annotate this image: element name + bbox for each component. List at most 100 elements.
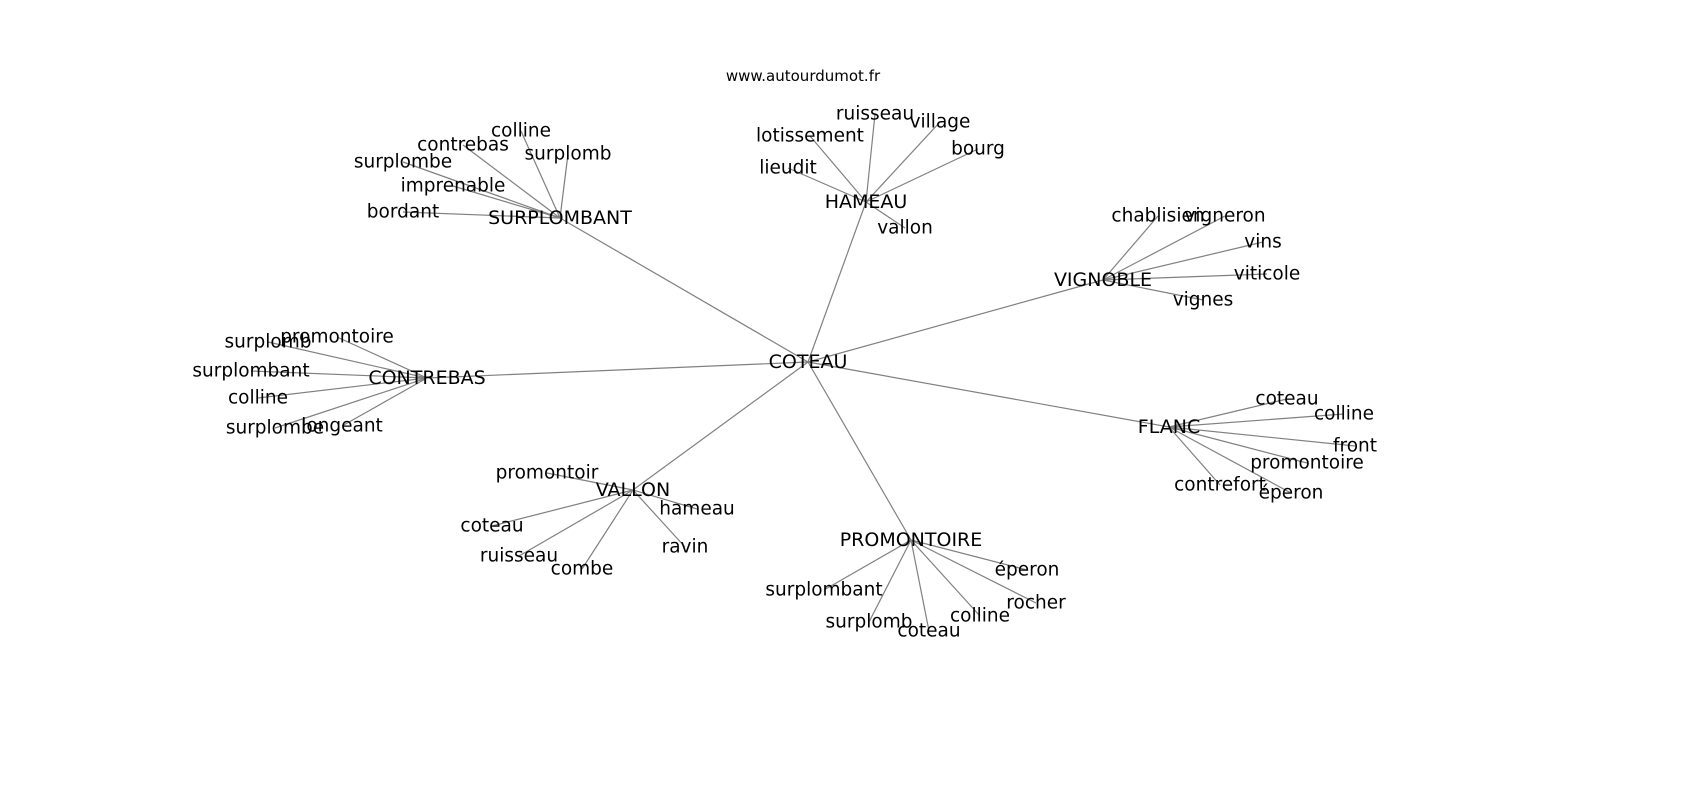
leaf-node-label: contrebas — [417, 135, 509, 156]
leaf-node-label: coteau — [897, 621, 960, 642]
leaf-node-label: combe — [551, 559, 614, 580]
edge-vignoble-leaf — [1102, 215, 1226, 281]
leaf-node-label: hameau — [659, 499, 735, 520]
hub-node-label: FLANC — [1138, 416, 1200, 438]
edge-vignoble-leaf — [1102, 273, 1268, 281]
edge-promontoire-leaf — [910, 539, 1028, 571]
leaf-node-label: lieudit — [759, 158, 817, 179]
leaf-node-label: éperon — [1259, 483, 1324, 504]
edge-surplombant-leaf — [520, 130, 561, 219]
leaf-node-label: vallon — [877, 218, 933, 239]
edge-surplombant-leaf — [452, 185, 561, 219]
edge-root-contrebas — [426, 361, 809, 379]
hub-node-label: CONTREBAS — [368, 367, 485, 389]
edge-surplombant-leaf — [462, 144, 561, 219]
edge-contrebas-leaf — [250, 370, 428, 379]
edge-vignoble-leaf — [1102, 279, 1204, 301]
leaf-node-label: colline — [1314, 404, 1374, 425]
hub-node-label: VIGNOBLE — [1054, 269, 1152, 291]
edge-hameau-leaf — [787, 167, 867, 203]
hub-node-label: VALLON — [596, 479, 670, 501]
edge-flanc-leaf — [1168, 426, 1356, 447]
edge-flanc-leaf — [1168, 426, 1308, 464]
edge-root-flanc — [807, 361, 1170, 428]
leaf-node-label: vins — [1244, 232, 1281, 253]
edge-promontoire-leaf — [910, 539, 981, 617]
edge-flanc-leaf — [1168, 426, 1221, 486]
edge-vignoble-leaf — [1102, 215, 1159, 281]
leaf-node-label: front — [1333, 436, 1377, 457]
edge-hameau-leaf — [865, 121, 941, 203]
edge-hameau-leaf — [865, 148, 979, 203]
leaf-node-label: rocher — [1006, 593, 1066, 614]
hub-node-label: PROMONTOIRE — [840, 529, 983, 551]
leaf-node-label: bordant — [367, 202, 439, 223]
leaf-node-label: village — [910, 112, 971, 133]
edge-hameau-leaf — [809, 135, 867, 203]
leaf-node-label: coteau — [1255, 389, 1318, 410]
edge-vallon-leaf — [632, 489, 698, 510]
leaf-node-label: promontoire — [1250, 453, 1364, 474]
leaf-node-label: colline — [491, 121, 551, 142]
leaf-node-label: ravin — [662, 537, 709, 558]
leaf-node-label: promontoire — [280, 327, 394, 348]
edge-root-hameau — [807, 201, 867, 363]
edge-surplombant-leaf — [402, 161, 561, 219]
edge-vallon-leaf — [546, 472, 634, 491]
edge-root-surplombant — [559, 217, 809, 363]
edge-vignoble-leaf — [1102, 241, 1264, 281]
edge-flanc-leaf — [1168, 398, 1288, 428]
edge-contrebas-leaf — [274, 377, 428, 429]
edge-surplombant-leaf — [559, 153, 569, 219]
edge-promontoire-leaf — [910, 539, 1037, 604]
edge-vallon-leaf — [518, 489, 634, 557]
edge-hameau-leaf — [865, 113, 876, 203]
edge-vallon-leaf — [491, 489, 634, 527]
edge-contrebas-leaf — [267, 341, 428, 379]
edge-vallon-leaf — [581, 489, 634, 570]
edge-root-promontoire — [807, 361, 912, 541]
leaf-node-label: vigneron — [1184, 206, 1265, 227]
edge-flanc-leaf — [1168, 426, 1292, 494]
leaf-node-label: vignes — [1173, 290, 1234, 311]
leaf-node-label: longeant — [301, 416, 383, 437]
edge-vallon-leaf — [632, 489, 686, 548]
edge-promontoire-leaf — [823, 539, 912, 591]
leaf-node-label: coteau — [460, 516, 523, 537]
edge-contrebas-leaf — [341, 377, 428, 427]
edge-surplombant-leaf — [402, 211, 561, 219]
leaf-node-label: ruisseau — [836, 104, 914, 125]
edge-promontoire-leaf — [910, 539, 930, 632]
leaf-node-label: contrefort — [1174, 475, 1266, 496]
leaf-node-label: colline — [228, 388, 288, 409]
leaf-node-label: imprenable — [401, 176, 506, 197]
edge-hameau-leaf — [865, 201, 906, 229]
leaf-node-label: surplombe — [226, 418, 324, 439]
leaf-node-label: viticole — [1234, 264, 1301, 285]
hub-node-label: HAMEAU — [825, 191, 908, 213]
site-watermark: www.autourdumot.fr — [726, 67, 881, 85]
edge-contrebas-leaf — [257, 377, 428, 399]
leaf-node-label: surplombant — [765, 580, 882, 601]
edge-flanc-leaf — [1168, 413, 1345, 428]
leaf-node-label: surplombe — [354, 152, 452, 173]
edge-contrebas-leaf — [336, 336, 428, 379]
leaf-node-label: surplombant — [192, 361, 309, 382]
leaf-node-label: surplomb — [826, 612, 913, 633]
graph-edges — [250, 113, 1356, 632]
edge-root-vignoble — [807, 279, 1104, 363]
leaf-node-label: lotissement — [756, 126, 864, 147]
root-node-label: COTEAU — [769, 351, 848, 373]
leaf-node-label: surplomb — [525, 144, 612, 165]
edge-promontoire-leaf — [868, 539, 912, 623]
leaf-node-label: bourg — [951, 139, 1005, 160]
hub-node-label: SURPLOMBANT — [488, 207, 632, 229]
leaf-node-label: colline — [950, 606, 1010, 627]
leaf-node-label: éperon — [995, 560, 1060, 581]
leaf-node-label: ruisseau — [480, 546, 558, 567]
edge-root-vallon — [632, 361, 809, 491]
leaf-node-label: surplomb — [225, 332, 312, 353]
leaf-node-label: chablisien — [1111, 206, 1204, 227]
